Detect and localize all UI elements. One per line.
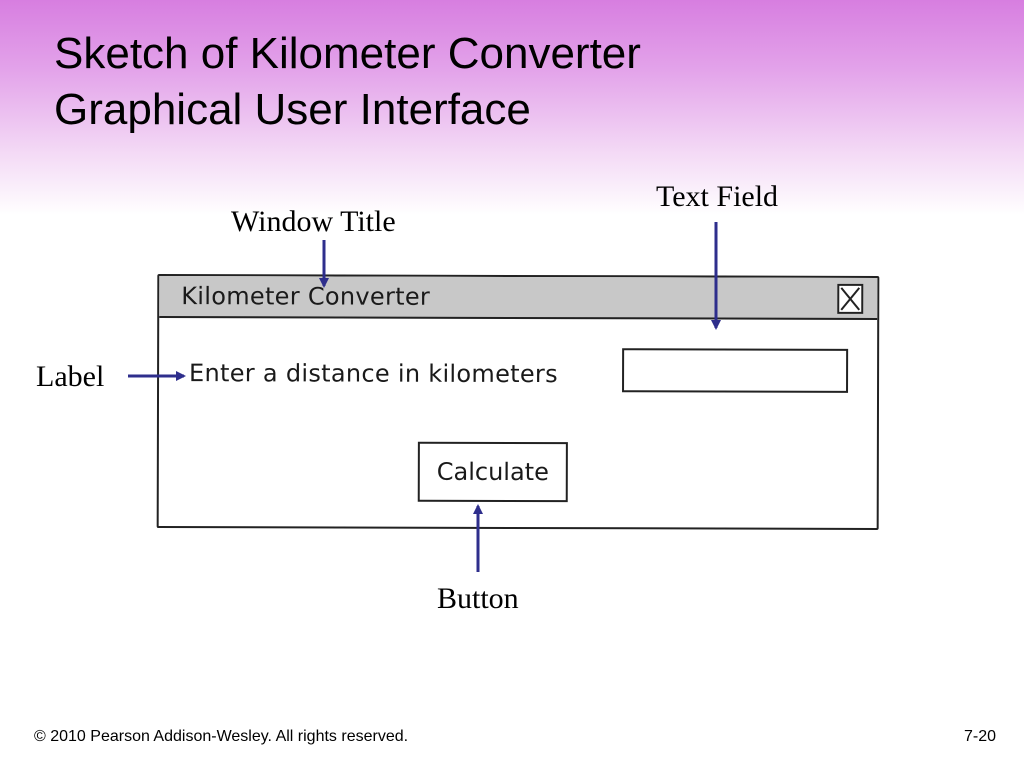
slide-title: Sketch of Kilometer Converter Graphical … (54, 26, 954, 138)
callout-text-field: Text Field (656, 180, 779, 213)
sketch-window-titlebar: Kilometer Converter (159, 276, 878, 320)
footer-page-number: 7-20 (963, 728, 996, 745)
close-box-icon[interactable] (837, 283, 864, 314)
callout-label: Label (36, 360, 105, 393)
slide-title-line-2: Graphical User Interface (54, 85, 531, 134)
callout-button: Button (437, 582, 519, 615)
close-x-icon (840, 287, 861, 311)
footer-copyright: © 2010 Pearson Addison-Wesley. All right… (34, 728, 409, 745)
sketch-window: Kilometer Converter Enter a distance in … (156, 274, 880, 530)
callout-window-title: Window Title (231, 205, 396, 238)
slide-title-line-1: Sketch of Kilometer Converter (54, 29, 641, 78)
